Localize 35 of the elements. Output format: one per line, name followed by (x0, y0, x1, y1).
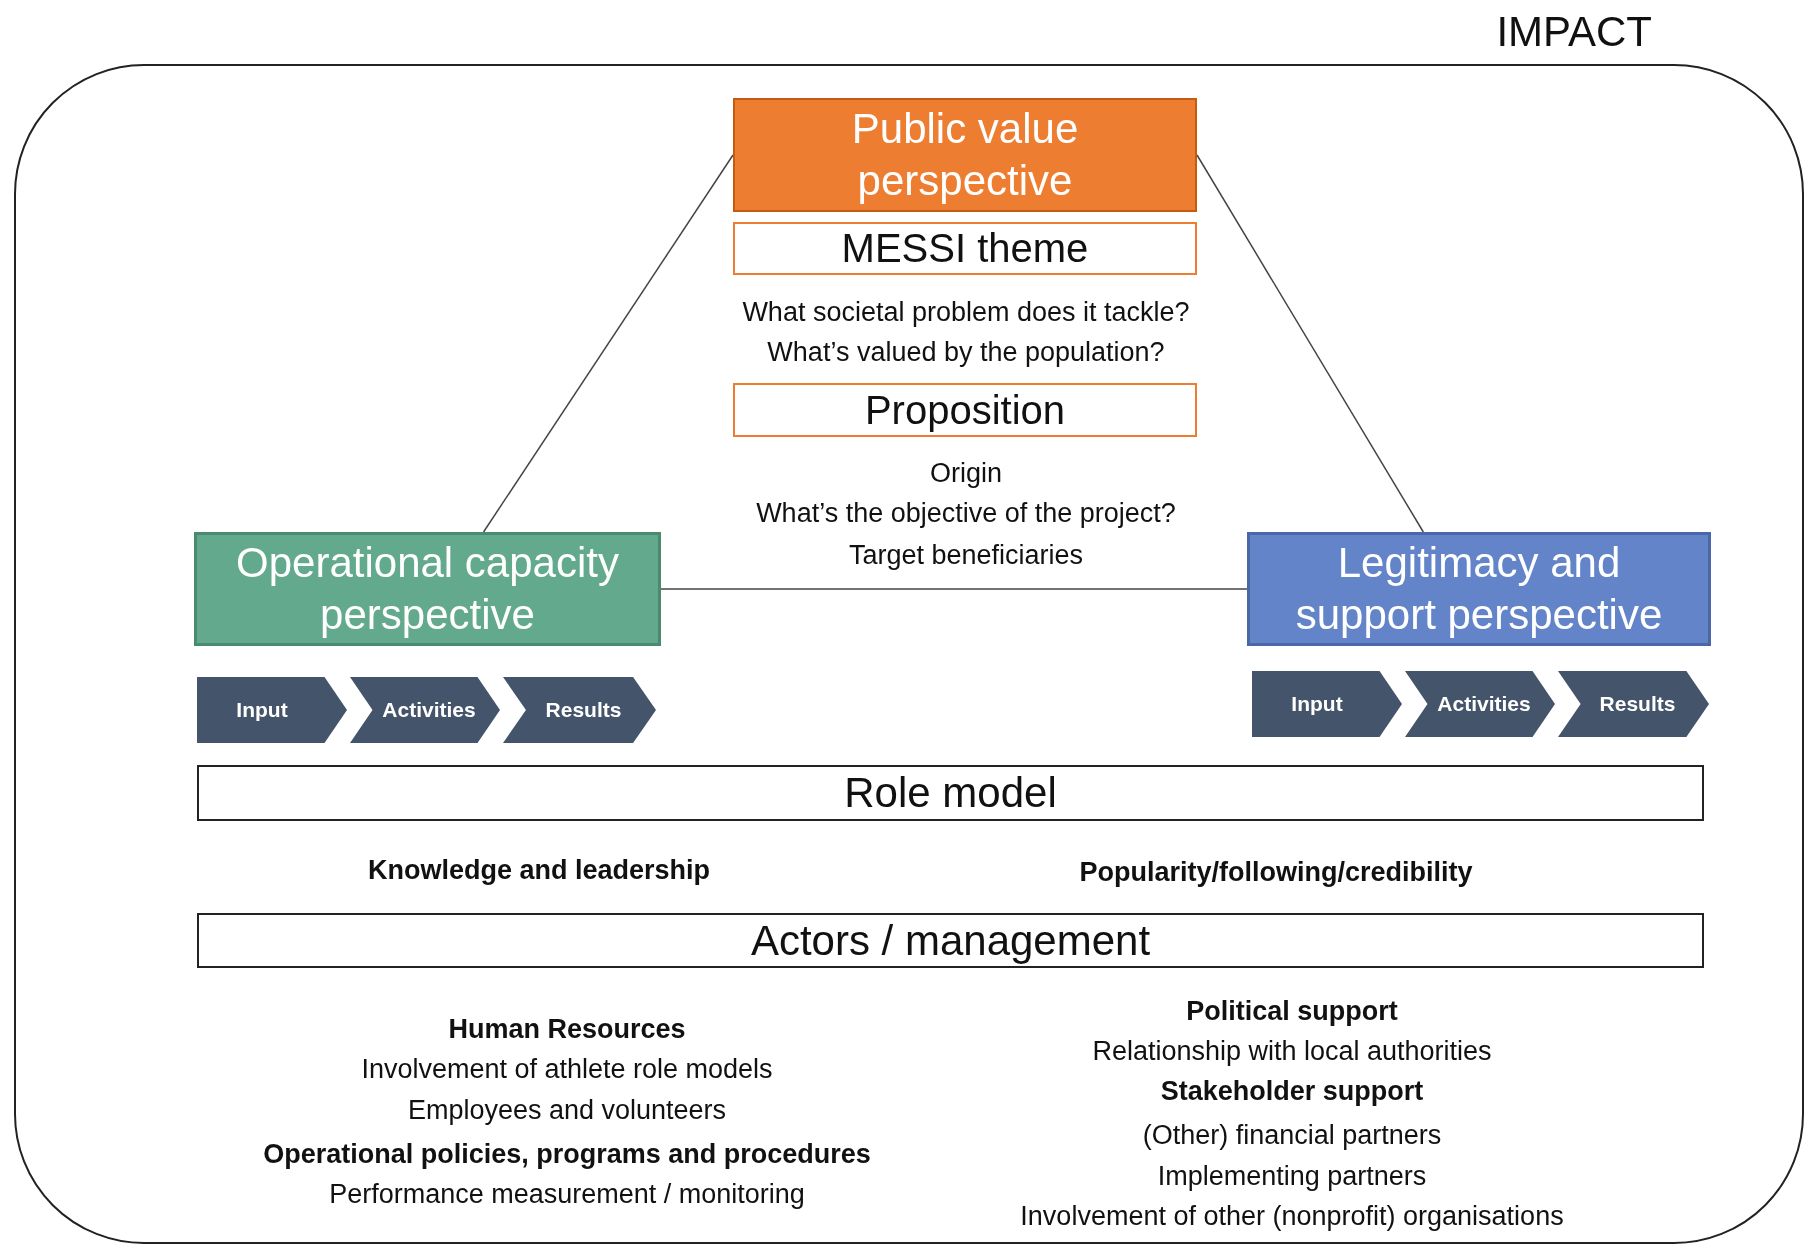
frame-heading: IMPACT (1496, 8, 1652, 56)
perspective-box: Legitimacy and support perspective (1247, 532, 1711, 646)
connector-line (660, 588, 1248, 590)
note-text: What societal problem does it tackle? (742, 296, 1190, 328)
note-text: Origin (930, 457, 1002, 489)
perspective-box: Operational capacity perspective (194, 532, 661, 646)
connector-line (1196, 154, 1425, 533)
section-heading: Human Resources (448, 1013, 686, 1045)
connector-line (482, 154, 734, 533)
chevron-step: Activities (350, 677, 500, 743)
heading-bar: Actors / management (197, 913, 1704, 968)
section-heading: Operational policies, programs and procedures (263, 1138, 871, 1170)
chevron-step: Activities (1405, 671, 1555, 737)
note-text: Employees and volunteers (407, 1094, 727, 1126)
note-text: (Other) financial partners (1142, 1119, 1442, 1151)
heading-box: Proposition (733, 383, 1197, 437)
note-text: Target beneficiaries (848, 539, 1084, 571)
chevron-step: Input (1252, 671, 1402, 737)
chevron-step: Results (1558, 671, 1709, 737)
note-text: Implementing partners (1157, 1160, 1427, 1192)
note-text: What’s valued by the population? (767, 336, 1165, 368)
section-heading: Popularity/following/credibility (1079, 856, 1473, 888)
note-text: Involvement of athlete role models (361, 1053, 773, 1085)
section-heading: Political support (1186, 995, 1398, 1027)
heading-box: MESSI theme (733, 222, 1197, 275)
note-text: Relationship with local authorities (1092, 1035, 1492, 1067)
chevron-step: Results (503, 677, 656, 743)
note-text: Performance measurement / monitoring (329, 1178, 805, 1210)
note-text: Involvement of other (nonprofit) organisations (1020, 1200, 1564, 1232)
section-heading: Stakeholder support (1160, 1075, 1424, 1107)
perspective-box: Public value perspective (733, 98, 1197, 212)
section-heading: Knowledge and leadership (367, 854, 711, 886)
note-text: What’s the objective of the project? (756, 497, 1176, 529)
heading-bar: Role model (197, 765, 1704, 821)
chevron-step: Input (197, 677, 347, 743)
